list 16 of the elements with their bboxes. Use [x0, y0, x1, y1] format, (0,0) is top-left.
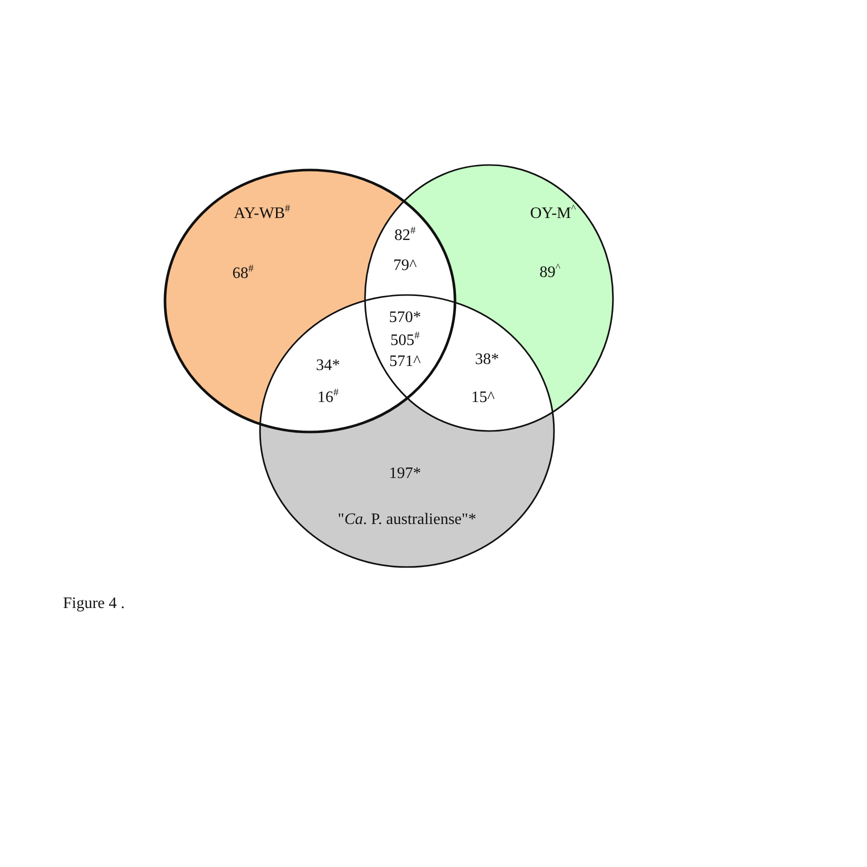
count-label: 16$^{#}$ [317, 388, 339, 406]
count-label: 505$^{#}$ [390, 330, 420, 350]
count-label: 79^ [393, 257, 417, 275]
count-label: 68$^{#}$ [232, 264, 254, 282]
set-label: "Ca. P. australiense"* [338, 511, 476, 529]
figure-caption: Figure 4 . [63, 595, 125, 613]
count-label: 34* [316, 357, 340, 375]
set-label: OY-M$^{^}$ [530, 204, 576, 222]
count-label: 15^ [471, 389, 495, 407]
count-label: 38* [475, 351, 499, 369]
count-label: 82$^{#}$ [394, 226, 416, 244]
count-label: 570* [389, 309, 421, 327]
count-label: 197* [389, 465, 421, 483]
set-label: AY-WB$^{#}$ [234, 204, 290, 222]
count-label: 89$^{^}$ [540, 262, 560, 282]
count-label: 571^ [389, 353, 421, 371]
